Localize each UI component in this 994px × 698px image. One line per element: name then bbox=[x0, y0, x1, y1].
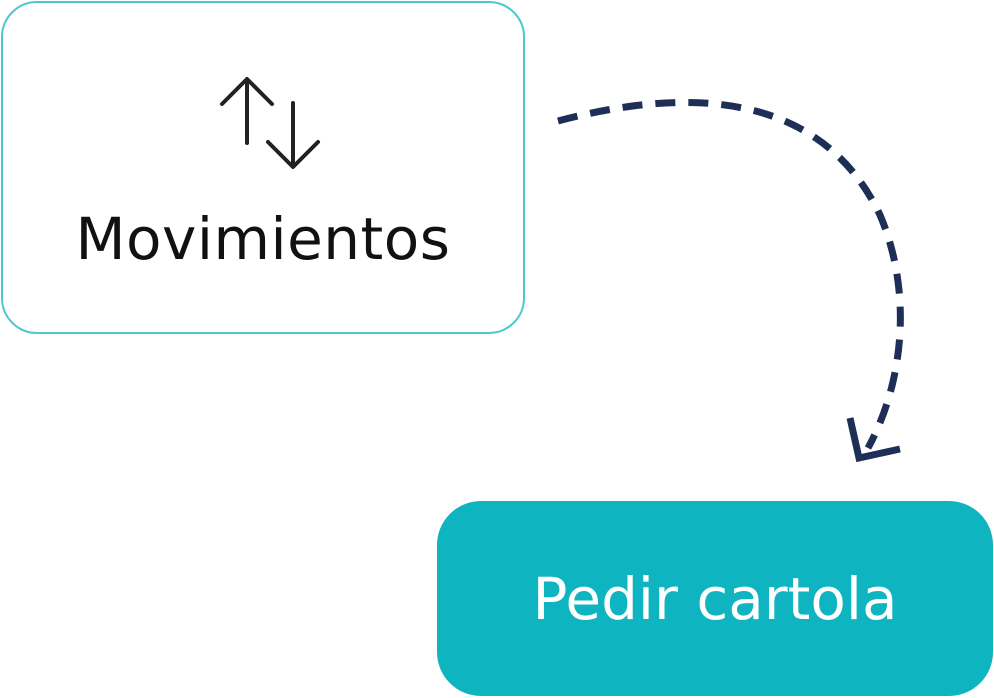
movimientos-label: Movimientos bbox=[75, 205, 451, 273]
swap-vertical-arrows-icon bbox=[220, 77, 320, 169]
movimientos-card[interactable]: Movimientos bbox=[1, 1, 525, 334]
pedir-cartola-button[interactable]: Pedir cartola bbox=[437, 501, 993, 696]
